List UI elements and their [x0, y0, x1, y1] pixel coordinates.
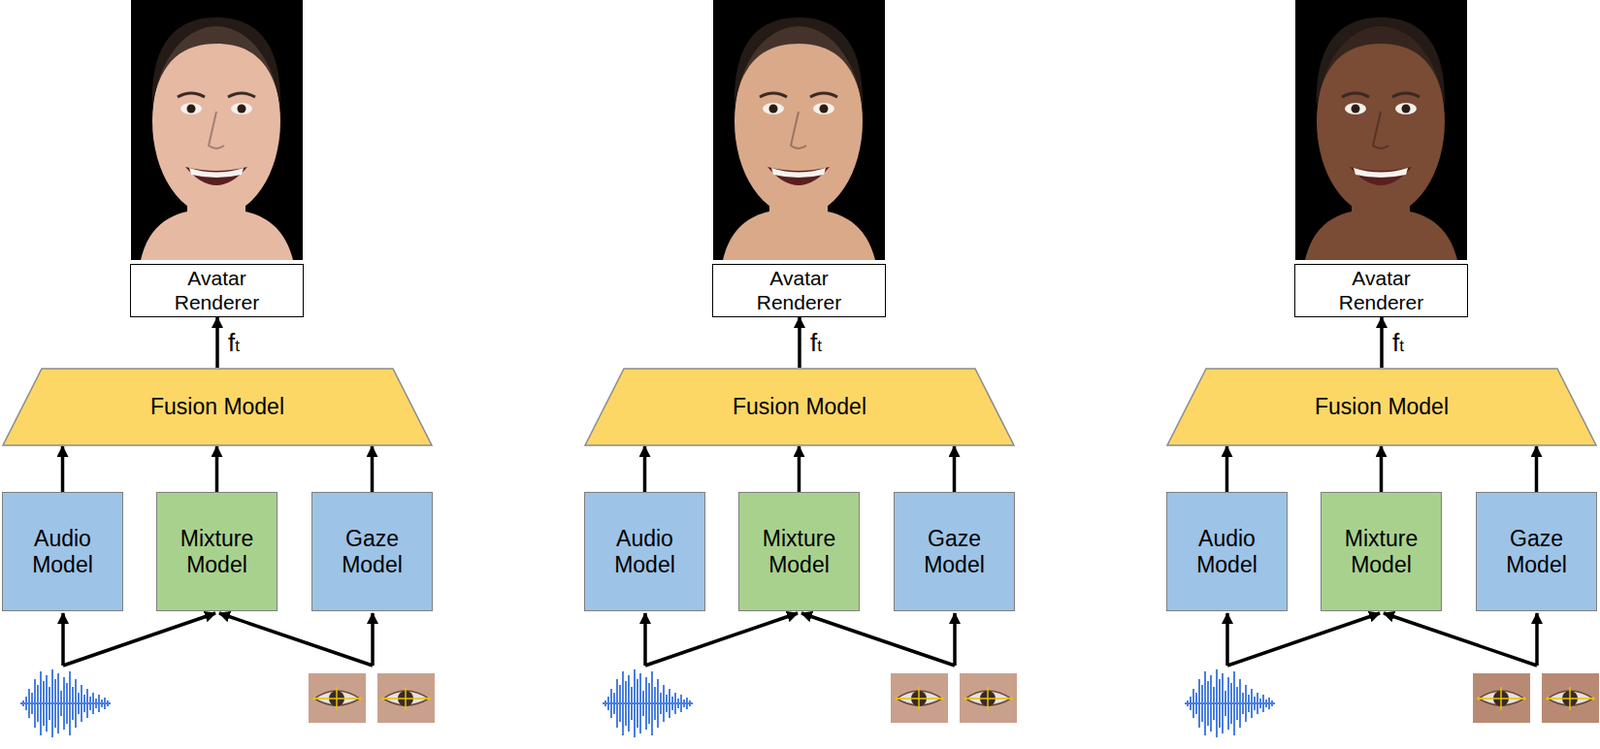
- model-box: Audio Model: [1, 491, 124, 612]
- renderer-box: Avatar Renderer: [1294, 263, 1469, 318]
- trapezoid-outline: [585, 368, 1014, 446]
- trapezoid-outline: [2, 368, 432, 446]
- signal-label: ft: [226, 328, 242, 357]
- node-label: Avatar Renderer: [726, 266, 873, 314]
- node-label: Gaze Model: [900, 525, 1010, 578]
- arrow: [370, 446, 375, 492]
- input-signals: [20, 613, 435, 738]
- input-signals: [1184, 613, 1600, 738]
- avatar-face: [130, 0, 303, 261]
- arrow: [61, 446, 66, 492]
- fusion-trapezoid: Fusion Model: [584, 367, 1015, 447]
- input-signals: [602, 613, 1017, 738]
- arrow: [1379, 317, 1384, 368]
- model-box: Gaze Model: [1475, 491, 1598, 612]
- model-box: Audio Model: [584, 491, 706, 612]
- node-label: Mixture Model: [1327, 525, 1437, 578]
- node-label: Audio Model: [590, 525, 700, 578]
- arrow: [643, 446, 648, 492]
- model-box: Gaze Model: [893, 491, 1015, 612]
- trapezoid-outline: [1167, 368, 1597, 446]
- node-label: Fusion Model: [150, 393, 285, 420]
- arrow: [952, 446, 957, 492]
- signal-label: ft: [1390, 328, 1406, 357]
- node-label: Avatar Renderer: [144, 266, 291, 314]
- node-label: Gaze Model: [318, 525, 427, 578]
- fusion-trapezoid: Fusion Model: [1, 367, 433, 447]
- node-label: Gaze Model: [1482, 525, 1592, 578]
- fusion-trapezoid: Fusion Model: [1166, 367, 1598, 447]
- node-label: Audio Model: [1173, 525, 1282, 578]
- model-box: Mixture Model: [156, 491, 278, 612]
- model-box: Mixture Model: [1320, 491, 1442, 612]
- node-label: Mixture Model: [745, 525, 854, 578]
- model-box: Mixture Model: [738, 491, 860, 612]
- model-box: Gaze Model: [311, 491, 433, 612]
- arrow: [1379, 446, 1384, 492]
- avatar-face: [1295, 0, 1468, 261]
- renderer-box: Avatar Renderer: [712, 263, 886, 318]
- arrow: [1225, 446, 1230, 492]
- node-label: Fusion Model: [732, 393, 867, 420]
- signal-label: ft: [808, 328, 824, 357]
- arrow: [215, 446, 220, 492]
- arrow: [797, 317, 802, 368]
- arrow: [215, 317, 220, 368]
- renderer-box: Avatar Renderer: [130, 263, 304, 318]
- model-box: Audio Model: [1166, 491, 1288, 612]
- node-label: Avatar Renderer: [1308, 266, 1455, 314]
- node-label: Audio Model: [8, 525, 118, 578]
- avatar-face: [713, 0, 885, 261]
- arrow: [1534, 446, 1539, 492]
- node-label: Fusion Model: [1314, 393, 1449, 420]
- node-label: Mixture Model: [163, 525, 272, 578]
- arrow: [797, 446, 802, 492]
